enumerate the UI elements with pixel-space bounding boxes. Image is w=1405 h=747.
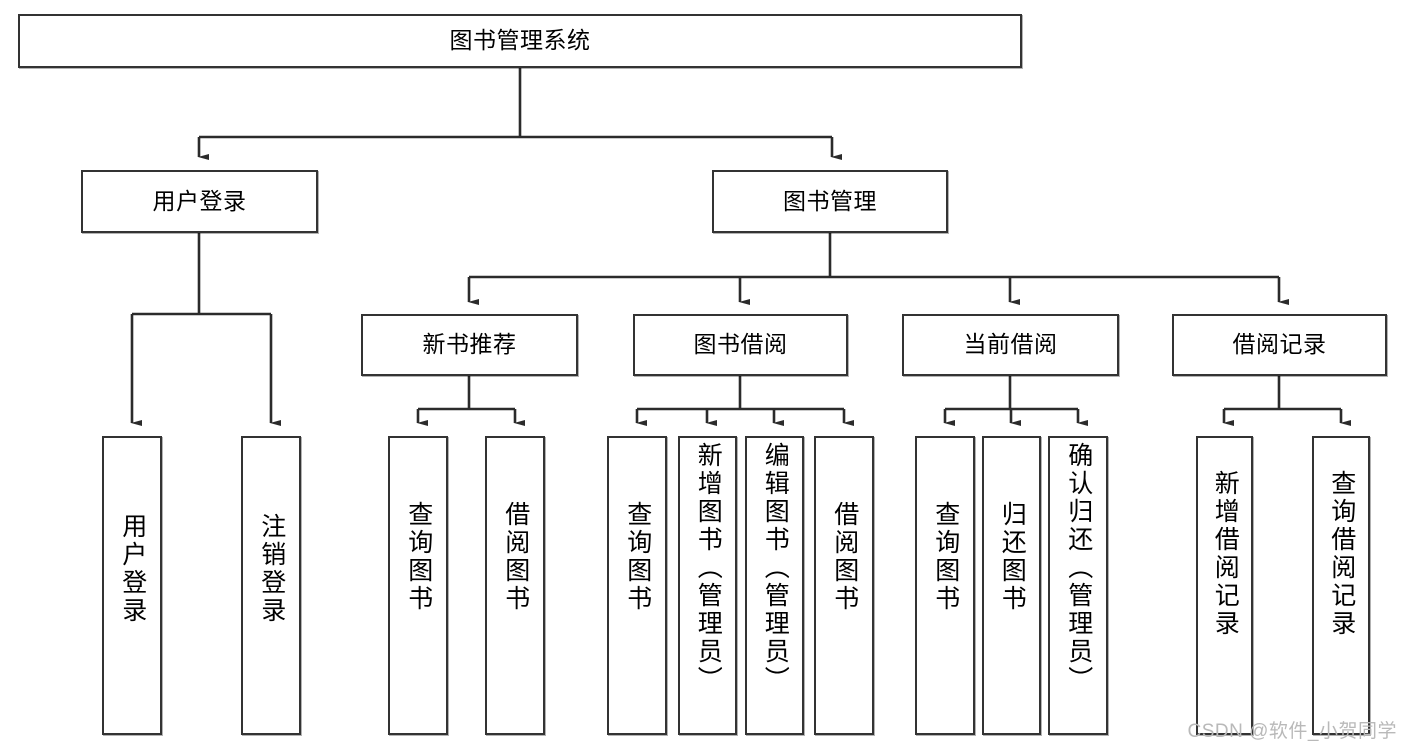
node-leaf-add-book-label: 新增图书（管理员） <box>694 442 723 694</box>
node-current-borrow-label: 当前借阅 <box>963 331 1058 358</box>
node-current-borrow[interactable]: 当前借阅 <box>902 314 1119 376</box>
node-leaf-query-book-rec-label: 查询图书 <box>404 501 433 613</box>
node-leaf-add-record-label: 新增借阅记录 <box>1211 470 1240 638</box>
node-leaf-add-book[interactable]: 新增图书（管理员） <box>678 436 737 735</box>
node-new-book-rec-label: 新书推荐 <box>422 331 517 358</box>
node-new-book-rec[interactable]: 新书推荐 <box>361 314 578 376</box>
node-leaf-add-record[interactable]: 新增借阅记录 <box>1196 436 1253 735</box>
node-user-login-label: 用户登录 <box>152 187 247 214</box>
node-user-login[interactable]: 用户登录 <box>81 170 318 233</box>
node-root[interactable]: 图书管理系统 <box>18 14 1022 68</box>
node-borrow-record[interactable]: 借阅记录 <box>1172 314 1387 376</box>
node-leaf-edit-book-label: 编辑图书（管理员） <box>761 442 790 694</box>
node-book-manage-label: 图书管理 <box>783 187 877 214</box>
node-leaf-query-book-borrow[interactable]: 查询图书 <box>607 436 667 735</box>
node-root-label: 图书管理系统 <box>449 27 591 54</box>
node-leaf-query-book-current-label: 查询图书 <box>931 501 960 613</box>
csdn-watermark: CSDN @软件_小贺同学 <box>1187 721 1397 742</box>
node-leaf-query-record[interactable]: 查询借阅记录 <box>1312 436 1370 735</box>
node-leaf-borrow-book[interactable]: 借阅图书 <box>814 436 874 735</box>
node-leaf-user-login[interactable]: 用户登录 <box>102 436 162 735</box>
node-book-borrow[interactable]: 图书借阅 <box>633 314 848 376</box>
node-leaf-confirm-return-label: 确认归还（管理员） <box>1064 442 1093 694</box>
node-leaf-confirm-return[interactable]: 确认归还（管理员） <box>1048 436 1108 735</box>
node-leaf-edit-book[interactable]: 编辑图书（管理员） <box>745 436 804 735</box>
node-leaf-borrow-book-rec-label: 借阅图书 <box>501 501 530 613</box>
node-leaf-query-record-label: 查询借阅记录 <box>1327 470 1356 638</box>
node-leaf-user-logout-label: 注销登录 <box>257 513 286 625</box>
node-book-manage[interactable]: 图书管理 <box>712 170 948 233</box>
node-borrow-record-label: 借阅记录 <box>1232 331 1327 358</box>
node-leaf-return-book-label: 归还图书 <box>998 501 1027 613</box>
node-leaf-query-book-borrow-label: 查询图书 <box>623 501 652 613</box>
node-leaf-borrow-book-rec[interactable]: 借阅图书 <box>485 436 545 735</box>
node-leaf-query-book-rec[interactable]: 查询图书 <box>388 436 448 735</box>
node-leaf-return-book[interactable]: 归还图书 <box>982 436 1041 735</box>
node-leaf-query-book-current[interactable]: 查询图书 <box>915 436 975 735</box>
node-leaf-borrow-book-label: 借阅图书 <box>830 501 859 613</box>
node-leaf-user-logout[interactable]: 注销登录 <box>241 436 301 735</box>
node-leaf-user-login-label: 用户登录 <box>118 513 147 625</box>
node-book-borrow-label: 图书借阅 <box>693 331 788 358</box>
